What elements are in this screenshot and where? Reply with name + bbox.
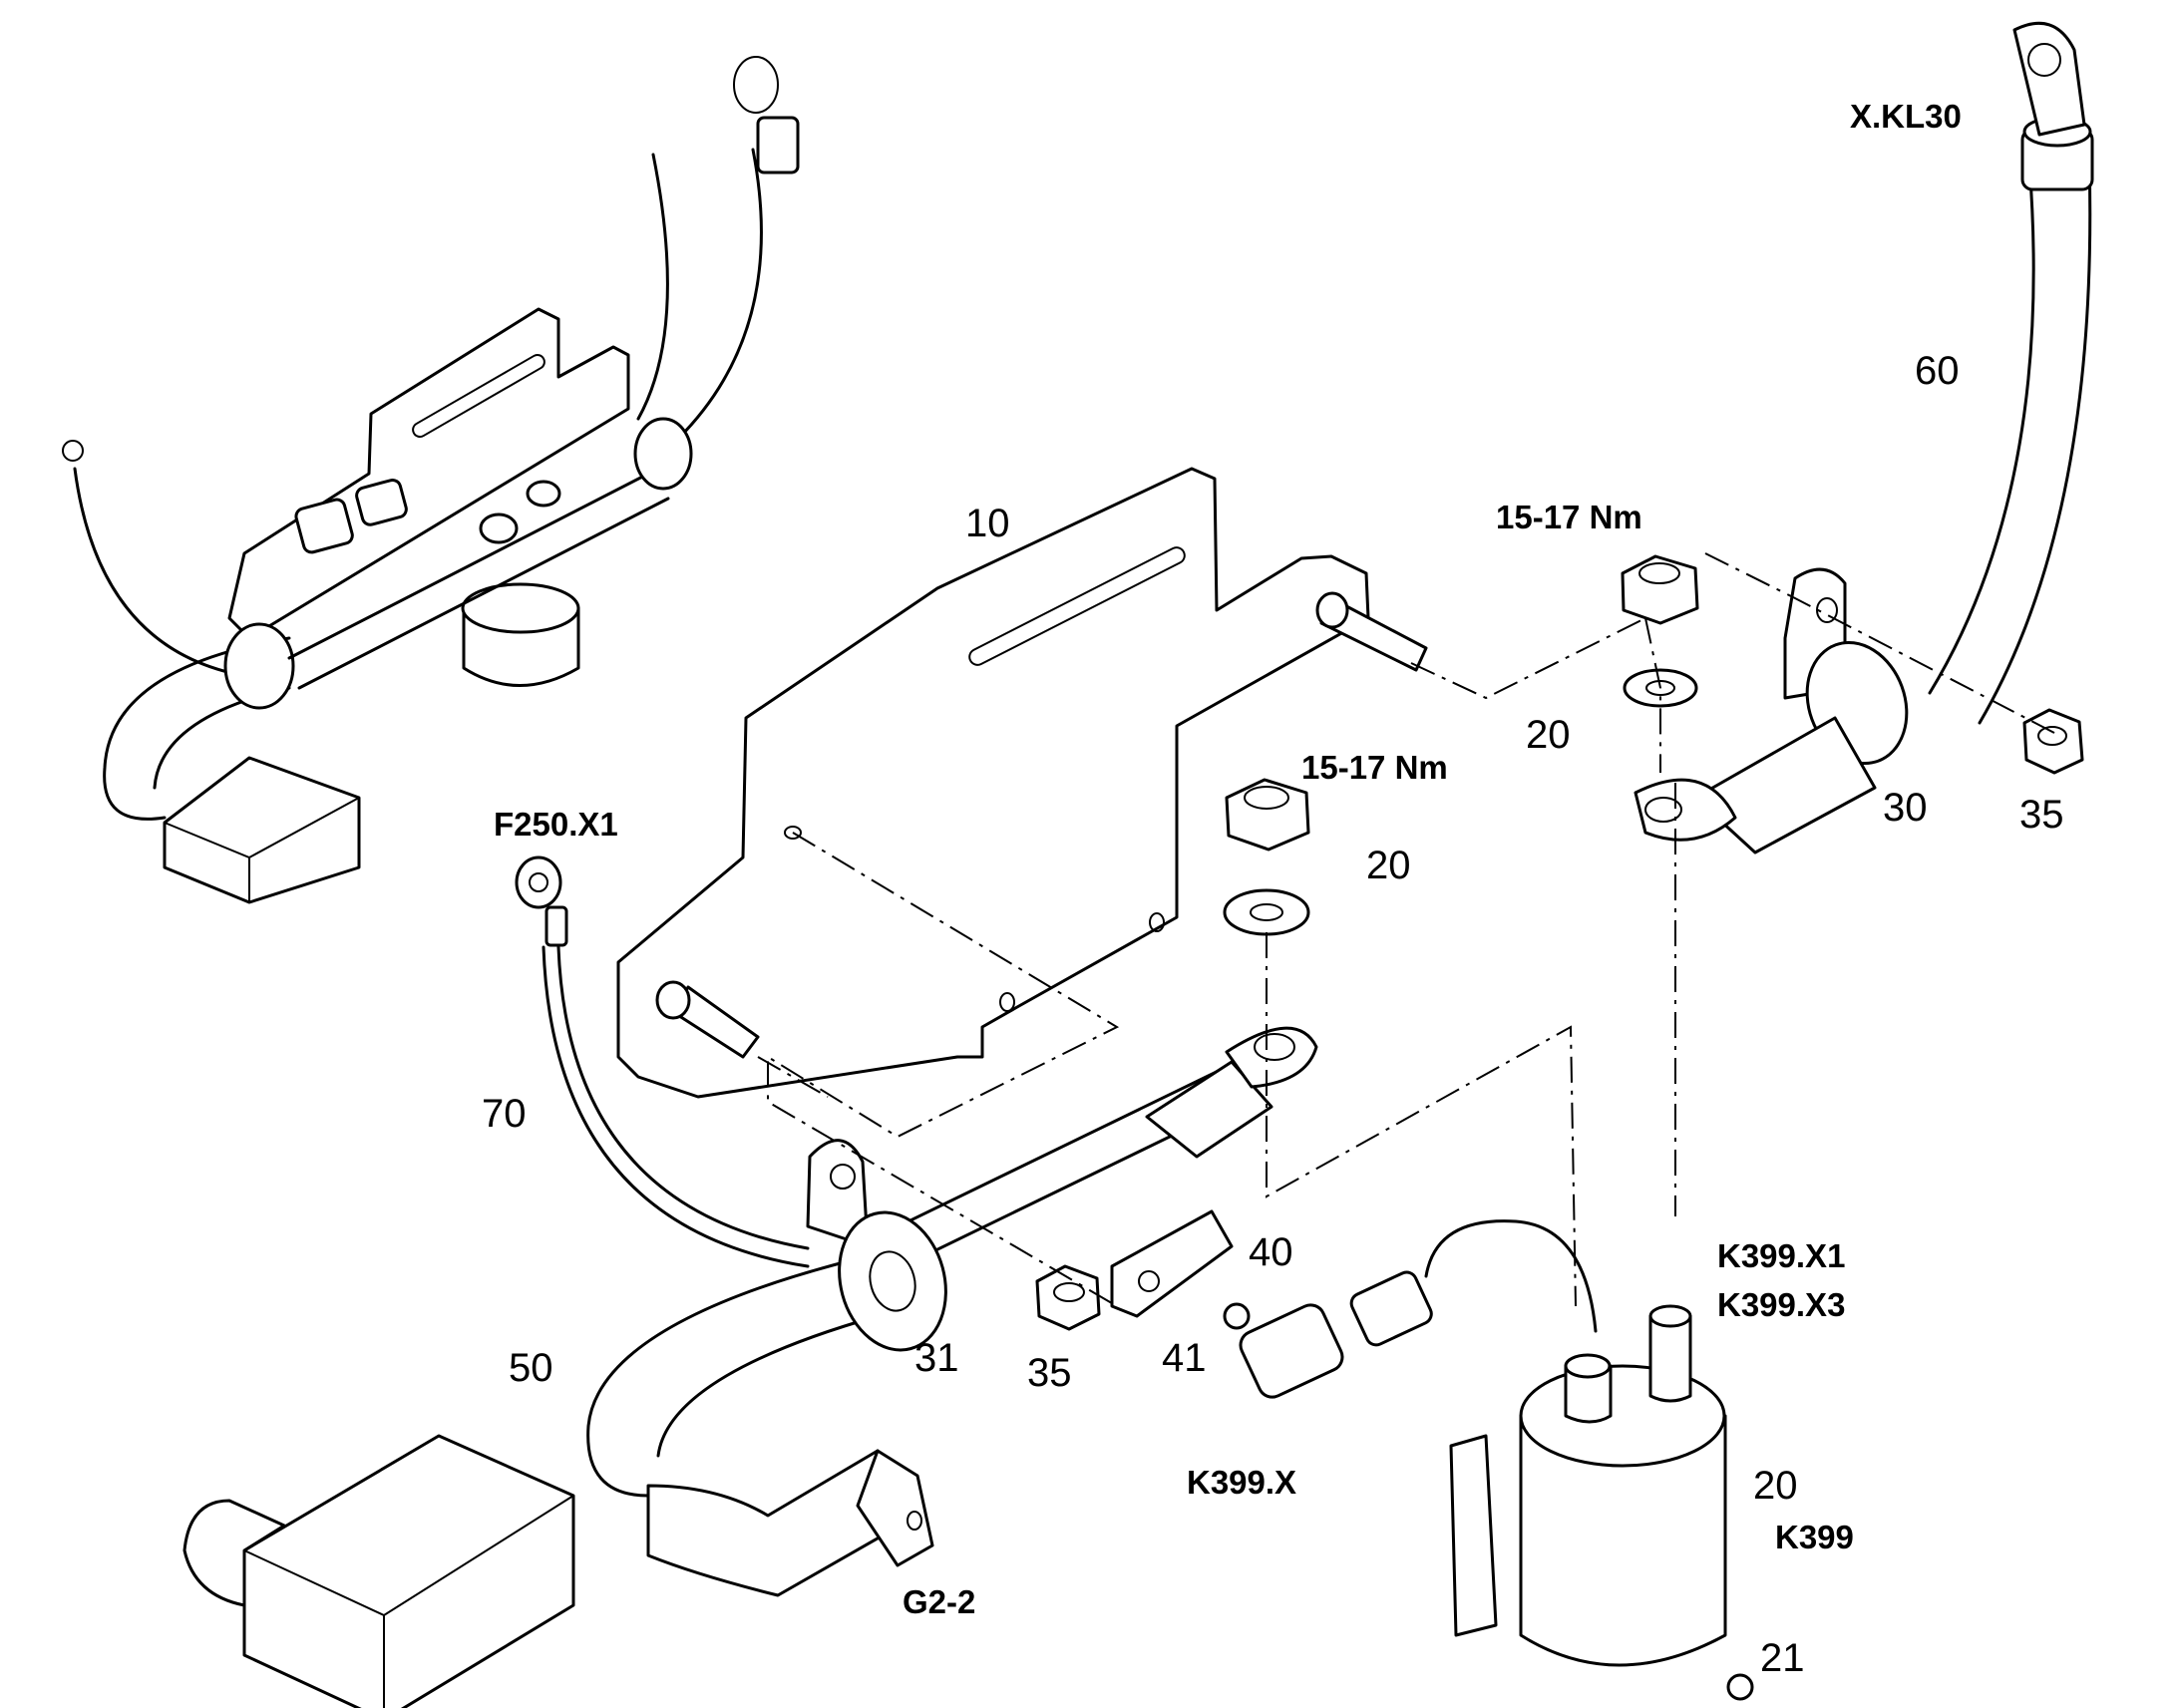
cable-lug-30 [1634, 567, 1909, 854]
mounting-plate [616, 467, 1428, 1099]
callout-41: 41 [1162, 1336, 1207, 1380]
small-hardware [1035, 1209, 1251, 1331]
callout-20-mid: 20 [1366, 844, 1411, 887]
callout-31: 31 [914, 1336, 959, 1380]
callout-60: 60 [1915, 349, 1960, 393]
callout-10: 10 [965, 502, 1010, 545]
callout-40: 40 [1249, 1230, 1293, 1274]
callout-20-solenoid: 20 [1753, 1464, 1798, 1508]
label-g2-2: G2-2 [903, 1583, 976, 1620]
battery-box [182, 1434, 575, 1708]
label-f250-x1: F250.X1 [494, 806, 618, 843]
nut-35-right [2022, 708, 2084, 775]
callout-35-mid: 35 [1027, 1351, 1072, 1395]
callout-35-right: 35 [2019, 793, 2064, 837]
wire-70 [515, 855, 810, 1268]
assembly-guide-lines [757, 552, 2055, 1307]
callout-70: 70 [482, 1092, 527, 1136]
battery-cable-50 [586, 1026, 1318, 1597]
label-k399-x1: K399.X1 [1717, 1237, 1846, 1274]
callout-20-top: 20 [1526, 713, 1571, 757]
callout-30: 30 [1883, 786, 1928, 830]
callout-50: 50 [509, 1346, 553, 1390]
nut-washer-set-mid [1223, 778, 1310, 936]
solenoid-k399 [1239, 1219, 1754, 1701]
label-torque-top: 15-17 Nm [1496, 499, 1642, 535]
label-torque-mid: 15-17 Nm [1301, 749, 1448, 786]
assembled-view-inset [62, 56, 800, 904]
label-k399: K399 [1775, 1519, 1854, 1555]
label-k399-x: K399.X [1187, 1464, 1297, 1501]
label-k399-x3: K399.X3 [1717, 1286, 1846, 1323]
label-x-kl30: X.KL30 [1850, 98, 1962, 135]
battery-cable-60 [1928, 21, 2094, 725]
callout-21: 21 [1760, 1636, 1805, 1680]
